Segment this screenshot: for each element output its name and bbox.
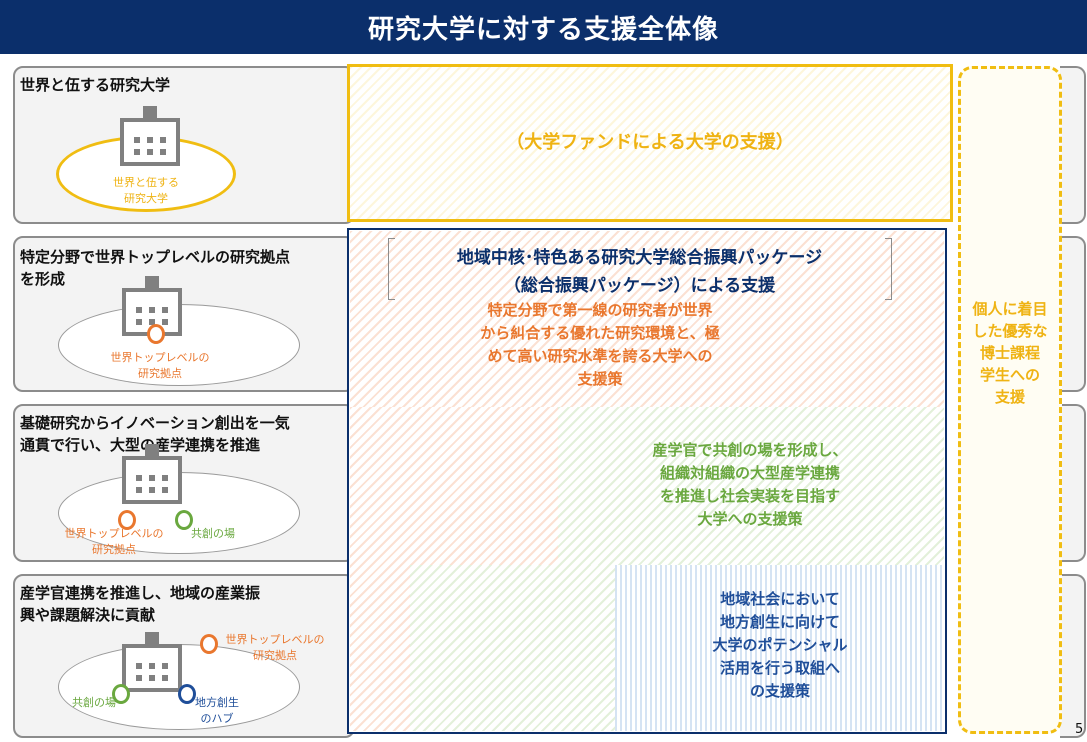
ellipse-1-label: 世界と伍する 研究大学: [113, 176, 179, 205]
orange-circle-marker: [200, 634, 218, 654]
green-circle-marker: [112, 684, 130, 704]
university-fund-box: [347, 64, 953, 222]
green-circle-marker: [175, 510, 193, 530]
panel-2-title: 特定分野で世界トップレベルの研究拠点 を形成: [20, 248, 291, 288]
right-panel-2: [1060, 236, 1086, 392]
doctoral-support-box: [958, 66, 1062, 734]
title-bracket-right: [885, 238, 892, 300]
page-header: 研究大学に対する支援全体像: [0, 0, 1087, 54]
package-title-line1: 地域中核･特色ある研究大学総合振興パッケージ: [456, 248, 823, 268]
panel-3-title: 基礎研究からイノベーション創出を一気 通貫で行い、大型の産学連携を推進: [20, 414, 290, 454]
orange-region: [350, 231, 944, 407]
orange-circle-marker: [118, 510, 136, 530]
panel-3-cocreation-label: 共創の場: [191, 527, 235, 540]
orange-circle-marker: [147, 324, 165, 344]
blue-region: [615, 565, 944, 731]
title-bracket-left: [388, 238, 395, 300]
page-title: 研究大学に対する支援全体像: [367, 14, 719, 45]
ellipse-2-label: 世界トップレベルの 研究拠点: [110, 351, 210, 380]
blue-support-text: 地域社会において 地方創生に向けて 大学のポテンシャル 活用を行う取組へ の支援…: [712, 590, 848, 700]
right-panel-3: [1060, 404, 1086, 562]
building-icon: [122, 632, 182, 692]
panel-4-regional-hub-label: 地方創生 のハブ: [195, 696, 239, 725]
panel-4-title: 産学官連携を推進し、地域の産業振 興や課題解決に貢献: [20, 584, 261, 624]
doctoral-support-label: 個人に着目 した優秀な 博士課程 学生への 支援: [972, 300, 1048, 406]
panel-3-hub-label: 世界トップレベルの 研究拠点: [64, 527, 164, 556]
right-panel-4: [1060, 574, 1086, 738]
blue-circle-marker: [178, 684, 196, 704]
panel-4-hub-label: 世界トップレベルの 研究拠点: [225, 633, 325, 662]
orange-support-text: 特定分野で第一線の研究者が世界 から糾合する優れた研究環境と、極 めて高い研究水…: [480, 301, 720, 388]
package-title-line2: （総合振興パッケージ）による支援: [503, 276, 776, 296]
university-fund-label: （大学ファンドによる大学の支援）: [506, 132, 794, 153]
page-number: 5: [1075, 722, 1084, 737]
green-support-text: 産学官で共創の場を形成し、 組織対組織の大型産学連携 を推進し社会実装を目指す …: [652, 441, 848, 528]
right-panel-1: [1060, 66, 1086, 224]
green-region: [558, 407, 944, 565]
panel-1-title: 世界と伍する研究大学: [20, 76, 171, 94]
building-icon: [120, 106, 180, 166]
panel-4-cocreation-label: 共創の場: [72, 696, 116, 709]
building-icon: [122, 444, 182, 504]
green-region-lower: [410, 565, 615, 731]
